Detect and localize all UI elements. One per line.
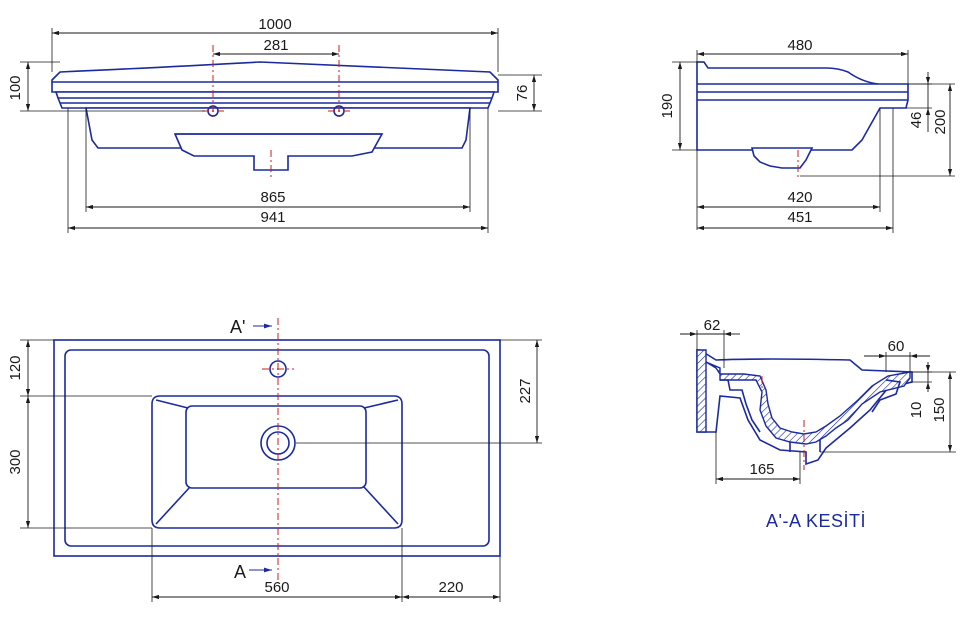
top-tap-hole [269, 360, 287, 378]
section-back-wall [696, 349, 707, 433]
dim-side-total-height: 200 [932, 109, 949, 134]
dim-side-height: 190 [659, 93, 676, 118]
top-bowl-outer [151, 395, 403, 529]
dim-top-drain-from-edge: 227 [517, 378, 534, 403]
front-rim-lower [54, 91, 496, 109]
dim-top-side-ledge: 220 [438, 579, 463, 596]
dim-side-drain-offset: 46 [908, 112, 925, 129]
dim-top-bowl-width: 560 [264, 579, 289, 596]
front-basin [173, 133, 384, 171]
dim-side-depth: 480 [787, 37, 812, 54]
side-basin [750, 147, 814, 169]
dim-front-height: 100 [7, 75, 24, 100]
top-view: A' A 120 300 227 560 220 [7, 317, 542, 602]
top-inner-outline [64, 349, 490, 547]
dim-section-rim-step: 10 [908, 402, 925, 419]
dim-front-rim-thickness: 76 [514, 85, 531, 102]
dim-side-base-depth: 451 [787, 209, 812, 226]
top-outer-outline [53, 339, 501, 557]
section-outer-profile [696, 349, 913, 466]
side-view: 480 190 46 200 420 451 [659, 37, 955, 233]
side-body [696, 61, 909, 151]
dim-front-bowl-width: 865 [260, 189, 285, 206]
dim-section-drain-offset: 165 [749, 461, 774, 478]
dim-section-rim-width: 60 [888, 338, 905, 355]
section-caption: A'-A KESİTİ [766, 511, 866, 531]
section-bowl-wall [705, 361, 911, 445]
dim-section-depth: 150 [931, 397, 948, 422]
section-label-bottom: A [234, 562, 246, 582]
section-label-top: A' [230, 317, 245, 337]
dim-top-tap-to-bowl: 120 [7, 355, 24, 380]
front-view: 1000 281 100 76 865 941 [7, 16, 542, 233]
dim-front-tap-spacing: 281 [263, 37, 288, 54]
dim-section-back-wall: 62 [704, 317, 721, 334]
section-view: 62 60 10 150 165 A'-A KESİTİ [680, 317, 956, 531]
front-rim [51, 61, 499, 93]
dim-front-base-width: 941 [260, 209, 285, 226]
dim-front-overall-width: 1000 [258, 16, 291, 33]
dim-side-bowl-depth: 420 [787, 189, 812, 206]
dim-top-bowl-length: 300 [7, 449, 24, 474]
top-bowl-floor [185, 405, 367, 489]
